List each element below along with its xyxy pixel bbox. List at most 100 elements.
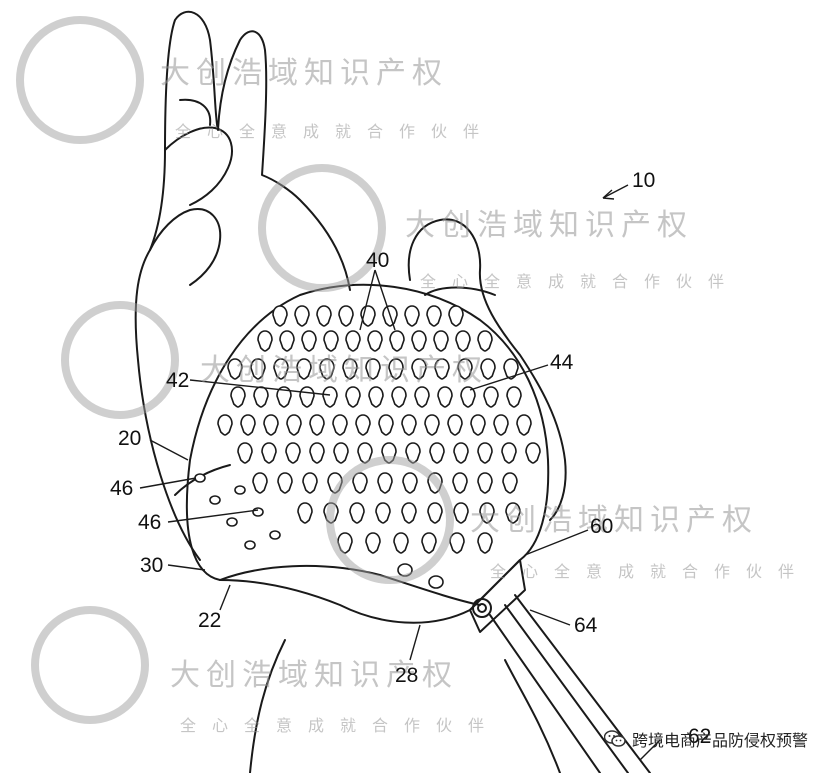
bristle-nub bbox=[479, 502, 495, 524]
ref-44: 44 bbox=[550, 351, 574, 374]
ref-64: 64 bbox=[574, 614, 598, 637]
bristle-nub bbox=[294, 305, 310, 327]
thumb-outline bbox=[407, 218, 567, 521]
ref-10: 10 bbox=[632, 169, 656, 192]
bristle-nub bbox=[296, 358, 312, 380]
bristle-nub bbox=[506, 386, 522, 408]
leader-10-head bbox=[602, 189, 615, 200]
bristle-nub bbox=[301, 330, 317, 352]
pad-holes bbox=[194, 473, 444, 589]
brush-pad bbox=[185, 283, 550, 624]
bristle-nub bbox=[477, 472, 493, 494]
bristle-nub bbox=[273, 358, 289, 380]
bristle-nub bbox=[316, 305, 332, 327]
bristle-nub bbox=[525, 442, 541, 464]
watermark-title-3: 大创浩域知识产权 bbox=[200, 353, 488, 388]
leader-46a bbox=[139, 477, 197, 489]
bristle-nub bbox=[453, 442, 469, 464]
bristle-nub bbox=[401, 502, 417, 524]
bristle-nub bbox=[227, 358, 243, 380]
watermark-subtitle-1: 全心全意成就合作伙伴 bbox=[175, 122, 496, 141]
bristle-nub bbox=[261, 442, 277, 464]
watermark-title-1: 大创浩域知识产权 bbox=[160, 56, 448, 91]
bristle-nub bbox=[253, 386, 269, 408]
bristle-nub bbox=[279, 330, 295, 352]
bristle-nub bbox=[477, 330, 493, 352]
index-finger bbox=[149, 208, 222, 286]
watermark-title-2: 大创浩域知识产权 bbox=[405, 208, 693, 243]
ref-42: 42 bbox=[166, 369, 190, 392]
bristle-nub bbox=[447, 414, 463, 436]
bristle-nub bbox=[429, 442, 445, 464]
bristle-nubs bbox=[217, 305, 541, 554]
bristle-nub bbox=[309, 414, 325, 436]
bristle-nub bbox=[345, 386, 361, 408]
bristle-nub bbox=[250, 358, 266, 380]
bristle-nub bbox=[449, 532, 465, 554]
bristle-nub bbox=[375, 502, 391, 524]
bristle-nub bbox=[505, 502, 521, 524]
bristle-nub bbox=[333, 442, 349, 464]
forearm-outline-right bbox=[504, 659, 561, 774]
bristle-nub bbox=[414, 386, 430, 408]
pad-side bbox=[469, 559, 526, 633]
forearm-outline bbox=[249, 639, 286, 774]
bristle-nub bbox=[332, 414, 348, 436]
bristle-nub bbox=[365, 358, 381, 380]
leader-62 bbox=[639, 739, 661, 761]
finger-joint bbox=[179, 98, 212, 126]
bristle-nub bbox=[477, 442, 493, 464]
watermark-subtitle-5: 全心全意成就合作伙伴 bbox=[180, 716, 501, 735]
leader-44 bbox=[469, 364, 549, 391]
bristle-nub bbox=[277, 472, 293, 494]
bristle-nub bbox=[309, 442, 325, 464]
ref-46-lower: 46 bbox=[138, 511, 162, 534]
ref-20: 20 bbox=[118, 427, 142, 450]
leader-22 bbox=[219, 584, 231, 611]
ref-30: 30 bbox=[140, 554, 164, 577]
leader-10 bbox=[602, 184, 629, 199]
bristle-nub bbox=[388, 358, 404, 380]
thumb-nail bbox=[424, 286, 496, 296]
source-badge: 跨境电商产品防侵权预警 bbox=[603, 727, 808, 751]
leader-60 bbox=[524, 529, 589, 556]
ref-60: 60 bbox=[590, 515, 614, 538]
bristle-nub bbox=[483, 386, 499, 408]
bristle-nub bbox=[501, 442, 517, 464]
bristle-nub bbox=[302, 472, 318, 494]
bristle-nub bbox=[276, 386, 292, 408]
leader-28 bbox=[409, 624, 421, 661]
ref-28: 28 bbox=[395, 664, 419, 687]
bristle-nub bbox=[455, 330, 471, 352]
bristle-nub bbox=[470, 414, 486, 436]
source-badge-text: 跨境电商产品防侵权预警 bbox=[631, 731, 808, 750]
ref-22: 22 bbox=[198, 609, 222, 632]
leader-40 bbox=[359, 269, 396, 331]
bristle-nub bbox=[427, 502, 443, 524]
watermark-logos bbox=[16, 16, 454, 724]
bristle-nub bbox=[355, 414, 371, 436]
bristle-nub bbox=[319, 358, 335, 380]
watermark-title-4: 大创浩域知识产权 bbox=[470, 503, 758, 538]
hand-outline bbox=[134, 10, 351, 561]
bristle-nub bbox=[389, 330, 405, 352]
leader-42 bbox=[189, 379, 331, 396]
watermark-title-5: 大创浩域知识产权 bbox=[170, 658, 458, 693]
bristle-nub bbox=[342, 358, 358, 380]
bristle-nub bbox=[401, 414, 417, 436]
bristle-nub bbox=[426, 305, 442, 327]
bristle-nub bbox=[368, 386, 384, 408]
bristle-nub bbox=[402, 472, 418, 494]
bristle-nub bbox=[453, 502, 469, 524]
leader-64 bbox=[529, 609, 571, 626]
pad-lower-edge bbox=[219, 564, 481, 606]
bristle-nub bbox=[323, 330, 339, 352]
bristle-nub bbox=[480, 358, 496, 380]
bristle-nub bbox=[285, 442, 301, 464]
watermark-subtitle-4: 全心全意成就合作伙伴 bbox=[490, 562, 811, 581]
hose-inner bbox=[504, 604, 629, 774]
bristle-nub bbox=[367, 330, 383, 352]
ref-62: 62 bbox=[688, 725, 712, 748]
bristle-nub bbox=[237, 442, 253, 464]
